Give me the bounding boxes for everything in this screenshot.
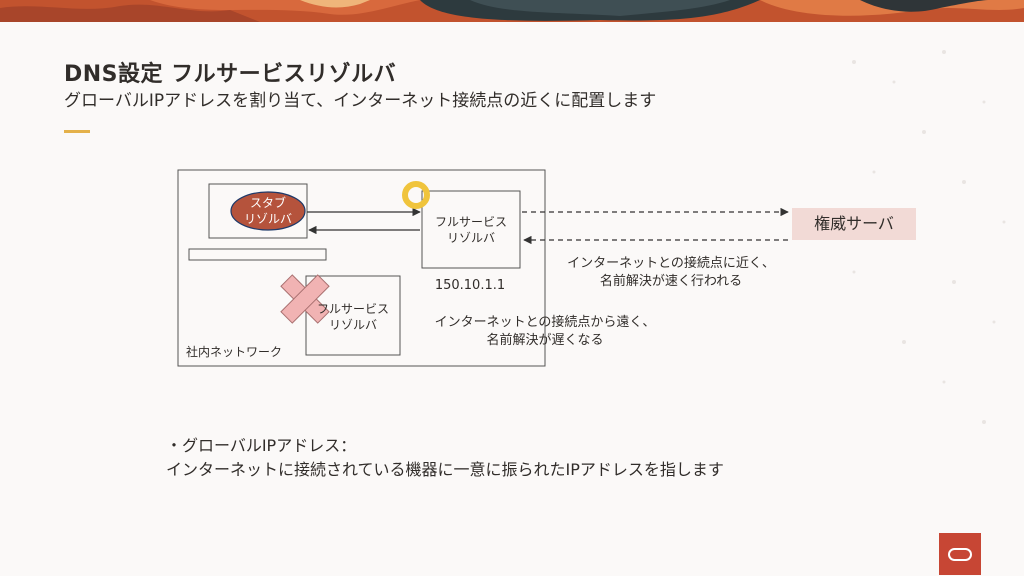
bullet-title: ・グローバルIPアドレス：: [166, 436, 357, 455]
stub-resolver-ellipse: [230, 191, 306, 231]
keyboard-bar: [188, 248, 327, 261]
oracle-logo-icon: [939, 533, 981, 575]
header-banner-art: [0, 0, 1024, 22]
client-box: [208, 183, 308, 239]
accent-bar: [64, 130, 90, 133]
full-resolver-bottom-box: [305, 275, 401, 356]
full-resolver-top-box: [421, 190, 521, 269]
cross-icon: [280, 274, 330, 324]
page-title: DNS設定 フルサービスリゾルバ: [64, 62, 397, 87]
ip-address-label: 150.10.1.1: [434, 278, 506, 293]
authority-server-label: 権威サーバ: [792, 208, 916, 240]
full-resolver-top-label: フルサービス リゾルバ: [434, 215, 507, 245]
global-ip-marker: [402, 181, 430, 209]
internal-network-frame: [177, 169, 546, 367]
note-near-connection: インターネットとの接続点に近く、 名前解決が速く行われる: [567, 256, 775, 289]
note-far-connection: インターネットとの接続点から遠く、 名前解決が遅くなる: [434, 315, 656, 348]
page-subtitle: グローバルIPアドレスを割り当て、インターネット接続点の近くに配置します: [64, 91, 657, 111]
full-resolver-bottom-label: フルサービス リゾルバ: [316, 302, 389, 332]
bullet-text: インターネットに接続されている機器に一意に振られたIPアドレスを指します: [166, 460, 724, 479]
internal-network-label: 社内ネットワーク: [186, 345, 283, 359]
stub-resolver-label: スタブ リゾルバ: [243, 196, 292, 226]
